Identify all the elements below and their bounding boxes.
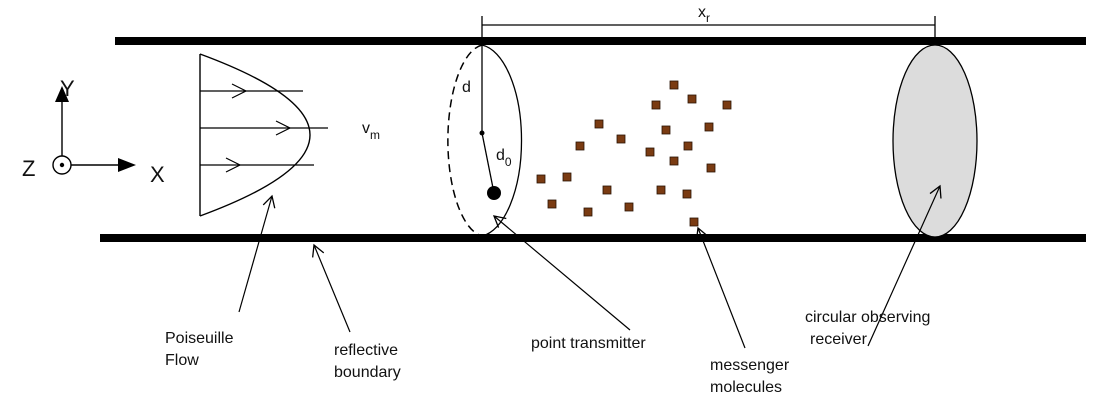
point-transmitter-label: point transmitter xyxy=(531,335,646,352)
molecule xyxy=(706,163,716,173)
circular-observing-receiver-label: circular observing receiver xyxy=(805,309,935,348)
molecule xyxy=(687,94,697,104)
transmitter-dot-icon xyxy=(487,186,501,200)
molecule xyxy=(575,141,585,151)
molecule xyxy=(602,185,612,195)
molecule xyxy=(682,189,692,199)
molecule xyxy=(616,134,626,144)
molecule xyxy=(624,202,634,212)
bottom-wall xyxy=(100,234,1086,242)
axis-z-label: Z xyxy=(22,156,35,181)
flow-profile xyxy=(199,53,328,217)
molecule xyxy=(669,80,679,90)
molecule xyxy=(547,199,557,209)
vm-label: vm xyxy=(362,120,380,142)
molecule xyxy=(722,100,732,110)
molecule xyxy=(669,156,679,166)
molecule xyxy=(683,141,693,151)
molecule xyxy=(594,119,604,129)
axis-x-label: X xyxy=(150,162,165,187)
molecule xyxy=(645,147,655,157)
coordinate-axes: Y X Z xyxy=(22,76,165,187)
axis-y-label: Y xyxy=(60,76,75,101)
xr-dimension xyxy=(481,16,936,45)
molecule xyxy=(689,217,699,227)
molecule xyxy=(661,125,671,135)
receiver-disk xyxy=(892,44,978,238)
axis-z-icon xyxy=(52,155,72,175)
molecule xyxy=(656,185,666,195)
top-wall xyxy=(115,37,1086,45)
molecule xyxy=(704,122,714,132)
d-label: d xyxy=(462,79,471,96)
transmitter-plane xyxy=(447,44,523,237)
poiseuille-flow-label: Poiseuille Flow xyxy=(165,330,238,369)
molecule-cloud xyxy=(536,80,732,227)
molecule xyxy=(651,100,661,110)
xr-label: xr xyxy=(698,4,710,25)
molecule xyxy=(583,207,593,217)
messenger-molecules-label: messenger molecules xyxy=(710,357,794,396)
pointer-arrows xyxy=(238,184,942,349)
reflective-boundary-label: reflective boundary xyxy=(334,342,402,381)
molecule xyxy=(536,174,546,184)
molecule xyxy=(562,172,572,182)
d0-label: d0 xyxy=(496,147,512,169)
